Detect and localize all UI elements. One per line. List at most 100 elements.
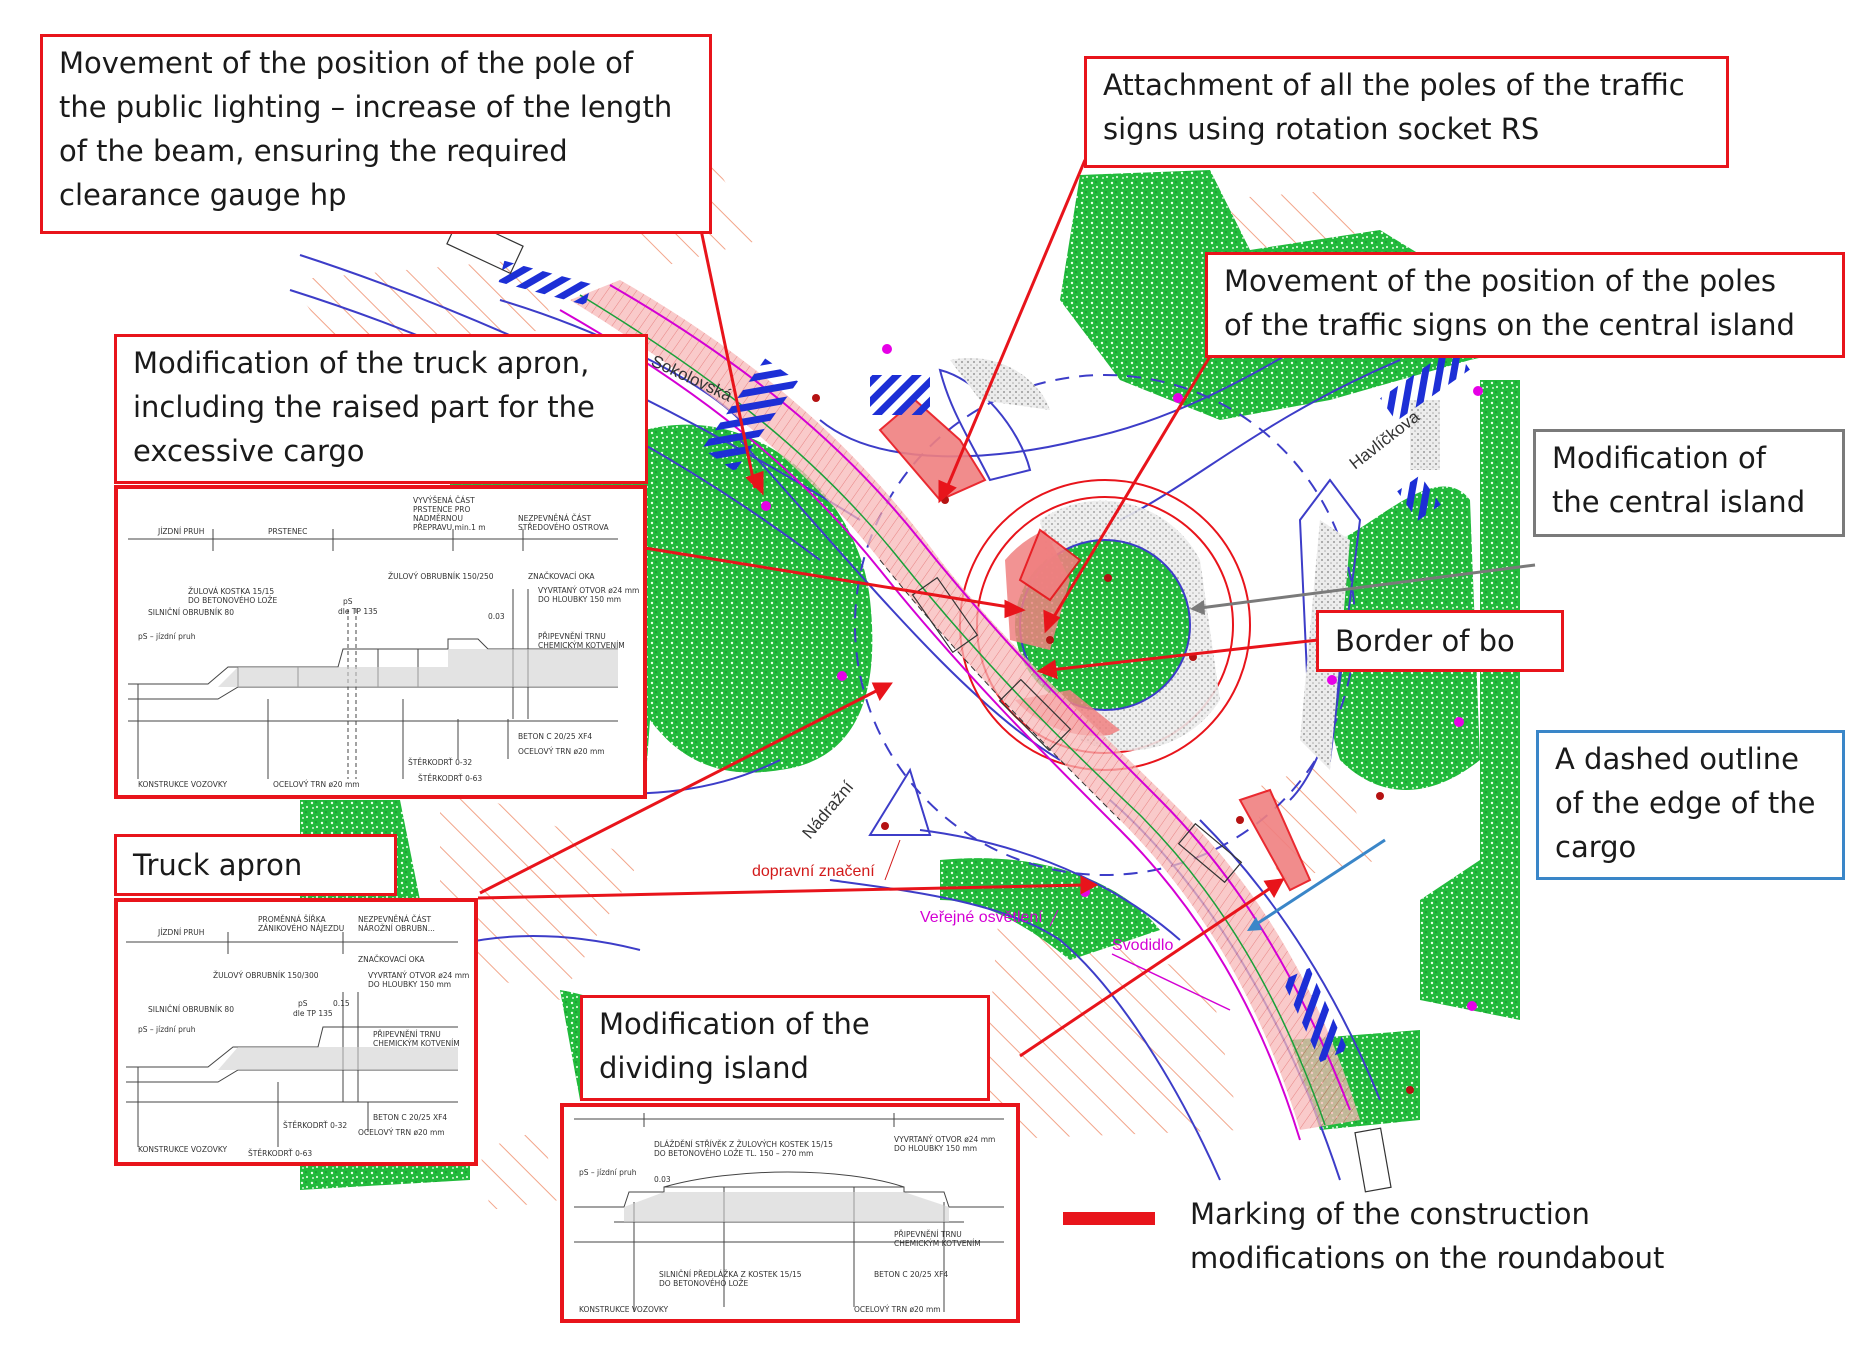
s1-note-8: DO HLOUBKY 150 mm [538, 595, 621, 604]
s1-header-2: PRSTENEC [268, 527, 307, 536]
s2-note-7: PŘIPEVNĚNÍ TRNU [373, 1030, 441, 1039]
s2-header-1: JÍZDNÍ PRUH [157, 928, 204, 937]
callout-apron-mod-line-3: excessive cargo [133, 434, 365, 468]
callout-lighting-pole: Movement of the position of the pole of … [40, 34, 712, 234]
s3-note-8: CHEMICKÝM KOTVENÍM [894, 1239, 981, 1248]
legend-text: Marking of the construction modification… [1190, 1192, 1664, 1280]
s1-note-15: KONSTRUKCE VOZOVKY [138, 780, 228, 789]
s1-note-3: ŽULOVÁ KOSTKA 15/15 [188, 587, 274, 596]
callout-central-line-1: Modification of [1552, 441, 1766, 475]
callout-poles-line-2: of the traffic signs on the central isla… [1224, 308, 1795, 342]
s1-note-17: pS [343, 597, 353, 606]
leader-dopravni [884, 839, 901, 881]
s1-header-5: NADMĚRNOU [413, 514, 463, 523]
s2-note-16: 0.15 [333, 999, 350, 1008]
s2-note-2: ŽULOVÝ OBRUBNÍK 150/300 [213, 971, 319, 980]
s1-note-19: 0.03 [488, 612, 505, 621]
callout-truck-apron: Truck apron [114, 834, 397, 896]
legend-line-1: Marking of the construction [1190, 1197, 1590, 1231]
callout-lighting-line-4: clearance gauge hp [59, 178, 347, 212]
callout-truck-apron-text: Truck apron [133, 848, 303, 882]
s1-note-7: VYVRTANÝ OTVOR ø24 mm [538, 586, 639, 595]
label-verejne-osvetleni: Veřejné osvětlení [920, 909, 1043, 926]
s1-header-4: PRSTENCE PRO [413, 505, 471, 514]
cross-section-truck-apron: JÍZDNÍ PRUH PROMĚNNÁ ŠÍŘKA ZÁNIKOVÉHO NÁ… [114, 898, 478, 1166]
callout-dividing-island: Modification of the dividing island [580, 995, 990, 1101]
callout-lighting-line-1: Movement of the position of the pole of [59, 46, 634, 80]
s1-note-4: DO BETONOVÉHO LOŽE [188, 596, 278, 605]
crosswalks [498, 260, 1470, 1063]
s3-note-7: PŘIPEVNĚNÍ TRNU [894, 1230, 962, 1239]
s3-note-13: OCELOVÝ TRN ø20 mm [854, 1305, 941, 1314]
s3-note-3: VYVRTANÝ OTVOR ø24 mm [894, 1135, 995, 1144]
callout-attachment: Attachment of all the poles of the traff… [1084, 56, 1729, 168]
s1-header-8: STŘEDOVÉHO OSTROVA [518, 523, 610, 532]
s1-note-5: SILNIČNÍ OBRUBNÍK 80 [148, 608, 234, 617]
callout-dashed-line-3: cargo [1555, 830, 1637, 864]
callout-dashed-outline: A dashed outline of the edge of the carg… [1536, 730, 1845, 880]
s3-note-12: KONSTRUKCE VOZOVKY [579, 1305, 669, 1314]
callout-apron-mod-line-2: including the raised part for the [133, 390, 595, 424]
cross-section-truck-apron-raised: JÍZDNÍ PRUH PRSTENEC VYVÝŠENÁ ČÁST PRSTE… [114, 485, 647, 799]
legend-red-marker [1063, 1212, 1155, 1225]
callout-lighting-line-2: the public lighting – increase of the le… [59, 90, 673, 124]
s2-note-4: DO HLOUBKY 150 mm [368, 980, 451, 989]
callout-attachment-line-2: signs using rotation socket RS [1103, 112, 1540, 146]
s1-header-3: VYVÝŠENÁ ČÁST [413, 496, 475, 505]
label-svodidlo: Svodidlo [1112, 937, 1173, 954]
callout-dashed-line-1: A dashed outline [1555, 742, 1800, 776]
s1-header-7: NEZPEVNĚNÁ ČÁST [518, 514, 591, 523]
s2-note-15: dle TP 135 [293, 1009, 333, 1018]
s1-note-9: PŘIPEVNĚNÍ TRNU [538, 632, 606, 641]
callout-dashed-line-2: of the edge of the [1555, 786, 1816, 820]
arrowhead-dashed-outline [1247, 917, 1262, 931]
s2-note-12: KONSTRUKCE VOZOVKY [138, 1145, 228, 1154]
gravel-island [950, 358, 1050, 410]
modification-areas [878, 398, 1312, 892]
s3-note-1: DLÁŽDĚNÍ STŘÍVĚK Z ŽULOVÝCH KOSTEK 15/15 [654, 1140, 833, 1149]
s1-note-10: CHEMICKÝM KOTVENÍM [538, 641, 625, 650]
s1-note-12: OCELOVÝ TRN ø20 mm [518, 747, 605, 756]
s2-note-8: CHEMICKÝM KOTVENÍM [373, 1039, 460, 1048]
callout-dividing-line-1: Modification of the [599, 1007, 870, 1041]
callout-arrows [477, 159, 1319, 1058]
s2-header-4: NEZPEVNĚNÁ ČÁST [358, 915, 431, 924]
s1-note-2: ZNAČKOVACÍ OKA [528, 572, 595, 581]
s1-note-11: BETON C 20/25 XF4 [518, 732, 592, 741]
s2-note-13: ŠTĚRKODRŤ 0-63 [248, 1149, 312, 1158]
central-island [959, 479, 1251, 771]
s1-note-6: pS – jízdní pruh [138, 632, 196, 641]
s2-note-11: OCELOVÝ TRN ø20 mm [358, 1128, 445, 1137]
callout-border-bo: Border of bo [1316, 610, 1564, 672]
s3-note-6: 0.03 [654, 1175, 671, 1184]
leader-verejne [1049, 909, 1059, 927]
callout-poles-movement: Movement of the position of the poles of… [1205, 252, 1845, 358]
s3-note-11: BETON C 20/25 XF4 [874, 1270, 948, 1279]
s2-note-1: ZNAČKOVACÍ OKA [358, 955, 425, 964]
arrow-dashed-outline [1254, 838, 1386, 927]
s2-note-3: VYVRTANÝ OTVOR ø24 mm [368, 971, 469, 980]
callout-central-line-2: the central island [1552, 485, 1806, 519]
street-name-nadrazni: Nádražní [799, 777, 858, 842]
s3-note-9: SILNIČNÍ PŘEDLÁŽKA Z KOSTEK 15/15 [659, 1270, 802, 1279]
s1-note-14: ŠTĚRKODRŤ 0-63 [418, 774, 482, 783]
s1-note-1: ŽULOVÝ OBRUBNÍK 150/250 [388, 572, 494, 581]
s2-note-14: pS [298, 999, 308, 1008]
s2-header-2: PROMĚNNÁ ŠÍŘKA [258, 915, 327, 924]
s1-header-6: PŘEPRAVU min.1 m [413, 523, 486, 532]
s2-header-5: NÁROŽNÍ OBRUBN... [358, 924, 435, 933]
callout-attachment-line-1: Attachment of all the poles of the traff… [1103, 68, 1685, 102]
s1-note-13: ŠTĚRKODRŤ 0-32 [408, 758, 472, 767]
s1-note-16: OCELOVÝ TRN ø20 mm [273, 780, 360, 789]
s2-header-3: ZÁNIKOVÉHO NÁJEZDU [258, 924, 344, 933]
s2-note-6: pS – jízdní pruh [138, 1025, 196, 1034]
cross-section-dividing-island: DLÁŽDĚNÍ STŘÍVĚK Z ŽULOVÝCH KOSTEK 15/15… [560, 1103, 1020, 1323]
label-dopravni-znaceni: dopravní značení [752, 863, 875, 880]
arrow-central-island [1199, 563, 1536, 610]
s3-note-4: DO HLOUBKY 150 mm [894, 1144, 977, 1153]
s2-note-9: BETON C 20/25 XF4 [373, 1113, 447, 1122]
callout-border-text: Border of bo [1335, 624, 1515, 658]
arrowhead-central-island [1190, 600, 1205, 615]
s2-note-10: ŠTĚRKODRŤ 0-32 [283, 1121, 347, 1130]
